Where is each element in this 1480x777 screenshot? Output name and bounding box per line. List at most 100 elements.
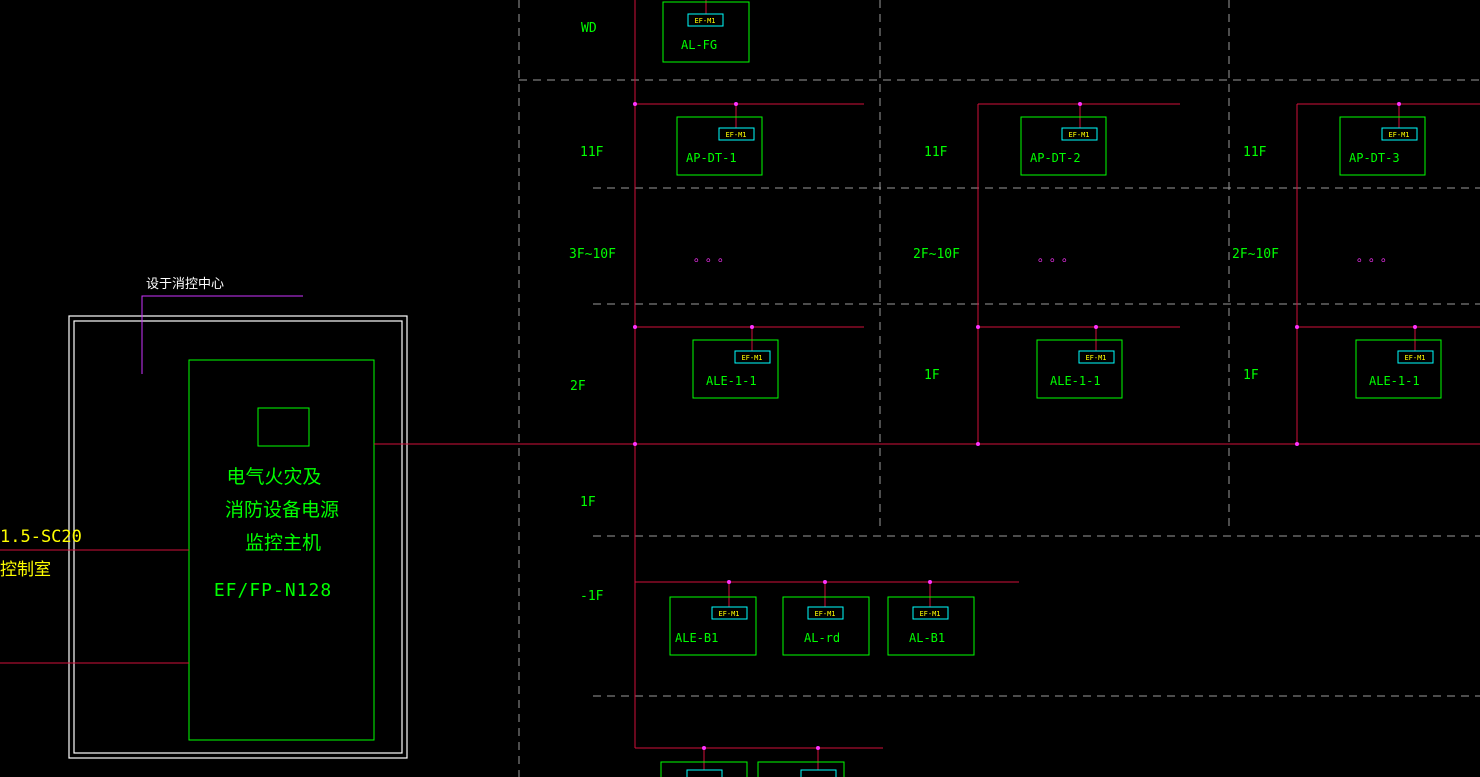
- cable-label: 1.5-SC20: [0, 527, 82, 547]
- ellipsis-col3: 。。。: [1357, 250, 1399, 264]
- node: [734, 102, 738, 106]
- host-title-line2: 消防设备电源: [225, 499, 339, 521]
- floor-label-1f-col2: 1F: [924, 368, 940, 383]
- panel-label: AL-FG: [681, 38, 717, 52]
- node: [976, 442, 980, 446]
- panel-box: [660, 761, 748, 777]
- monitor-tag-label: EF-M1: [814, 610, 835, 618]
- panel-label: ALE-1-1: [706, 374, 757, 388]
- floor-label-mid-col1: 3F~10F: [569, 247, 616, 262]
- monitor-tag-box: [807, 606, 844, 620]
- panel-ale-b1: EF-M1 ALE-B1: [669, 596, 757, 656]
- node: [633, 442, 637, 446]
- monitor-tag-box: [1381, 127, 1418, 141]
- panel-label: AL-rd: [804, 631, 840, 645]
- panel-label: ALE-1-1: [1369, 374, 1420, 388]
- node: [633, 325, 637, 329]
- floor-labels: WD 11F 3F~10F 2F 1F -1F 11F 2F~10F 1F 11…: [569, 21, 1279, 604]
- monitor-tag-label: EF-M1: [694, 17, 715, 25]
- node: [1094, 325, 1098, 329]
- ellipsis-col2: 。。。: [1038, 250, 1080, 264]
- floor-label-mid-col2: 2F~10F: [913, 247, 960, 262]
- panel-box: [662, 1, 750, 63]
- panel-box: [1355, 339, 1442, 399]
- panel-label: AP-DT-1: [686, 151, 737, 165]
- floor-label-2f-col1: 2F: [570, 379, 586, 394]
- panel-box: [1020, 116, 1107, 176]
- monitor-tag-label: EF-M1: [725, 131, 746, 139]
- node: [976, 325, 980, 329]
- panel-label: AP-DT-3: [1349, 151, 1400, 165]
- node: [928, 580, 932, 584]
- floor-label-11f-col2: 11F: [924, 145, 948, 160]
- floor-label-11f-col3: 11F: [1243, 145, 1267, 160]
- monitor-tag-label: EF-M1: [1388, 131, 1409, 139]
- monitor-tag-label: EF-M1: [919, 610, 940, 618]
- panel-ale-1-1-col3: EF-M1 ALE-1-1: [1355, 339, 1442, 399]
- panel-ap-dt-3: EF-M1 AP-DT-3: [1339, 116, 1426, 176]
- junction-nodes: [633, 102, 1417, 750]
- panel-box: [887, 596, 975, 656]
- panel-b2-partial-2: [757, 761, 845, 777]
- panel-box: [1339, 116, 1426, 176]
- monitor-tag-box: [711, 606, 748, 620]
- floor-label-b1: -1F: [580, 589, 604, 604]
- node: [1295, 325, 1299, 329]
- monitor-tag-box: [912, 606, 949, 620]
- panel-al-b1: EF-M1 AL-B1: [887, 596, 975, 656]
- panel-box: [669, 596, 757, 656]
- floor-label-wd: WD: [581, 21, 597, 36]
- monitor-tag-box: [718, 127, 755, 141]
- monitor-tag-box: [1397, 350, 1434, 364]
- location-leader-line: [141, 295, 303, 374]
- monitor-tag-label: EF-M1: [1085, 354, 1106, 362]
- panel-box: [676, 116, 763, 176]
- panel-ap-dt-1: EF-M1 AP-DT-1: [676, 116, 763, 176]
- panel-box: [757, 761, 845, 777]
- floor-label-1f-col1: 1F: [580, 495, 596, 510]
- node: [633, 102, 637, 106]
- node: [727, 580, 731, 584]
- node: [1413, 325, 1417, 329]
- monitor-tag-label: EF-M1: [1068, 131, 1089, 139]
- panel-box: [782, 596, 870, 656]
- host-display-box: [257, 407, 310, 447]
- node: [1295, 442, 1299, 446]
- floor-label-11f-col1: 11F: [580, 145, 604, 160]
- host-cabinet: 电气火灾及 消防设备电源 监控主机 EF/FP-N128: [68, 315, 408, 759]
- monitor-tag-box: [1061, 127, 1098, 141]
- location-label: 设于消控中心: [146, 277, 224, 292]
- host-title-line3: 监控主机: [245, 532, 321, 554]
- panel-box: [692, 339, 779, 399]
- node: [1078, 102, 1082, 106]
- node: [702, 746, 706, 750]
- monitor-tag-label: EF-M1: [1404, 354, 1425, 362]
- grid-lines: [518, 0, 1480, 777]
- monitor-tag-box: [734, 350, 771, 364]
- host-model: EF/FP-N128: [214, 580, 332, 601]
- panel-box: [1036, 339, 1123, 399]
- node: [1397, 102, 1401, 106]
- panel-ale-1-1-col1: EF-M1 ALE-1-1: [692, 339, 779, 399]
- cabinet-outer-frame: [68, 315, 408, 759]
- monitor-tag-label: EF-M1: [718, 610, 739, 618]
- panel-ap-dt-2: EF-M1 AP-DT-2: [1020, 116, 1107, 176]
- left-incoming: 1.5-SC20 控制室: [0, 527, 189, 664]
- panel-label: ALE-B1: [675, 631, 718, 645]
- floor-label-1f-col3: 1F: [1243, 368, 1259, 383]
- cabinet-inner-frame: [73, 320, 403, 754]
- monitor-tag-box: [1078, 350, 1115, 364]
- panel-al-rd: EF-M1 AL-rd: [782, 596, 870, 656]
- monitor-tag-box: [800, 769, 837, 777]
- panel-ale-1-1-col2: EF-M1 ALE-1-1: [1036, 339, 1123, 399]
- monitor-tag-box: [686, 769, 723, 777]
- panel-b2-partial-1: [660, 761, 748, 777]
- floor-label-mid-col3: 2F~10F: [1232, 247, 1279, 262]
- ellipsis-col1: 。。。: [694, 250, 736, 264]
- panel-label: AL-B1: [909, 631, 945, 645]
- ellipsis-marks: 。。。 。。。 。。。: [694, 250, 1399, 264]
- node: [750, 325, 754, 329]
- panels: EF-M1 AL-FG EF-M1 AP-DT-1 EF-M1 AP-DT-2 …: [660, 1, 1442, 777]
- node: [823, 580, 827, 584]
